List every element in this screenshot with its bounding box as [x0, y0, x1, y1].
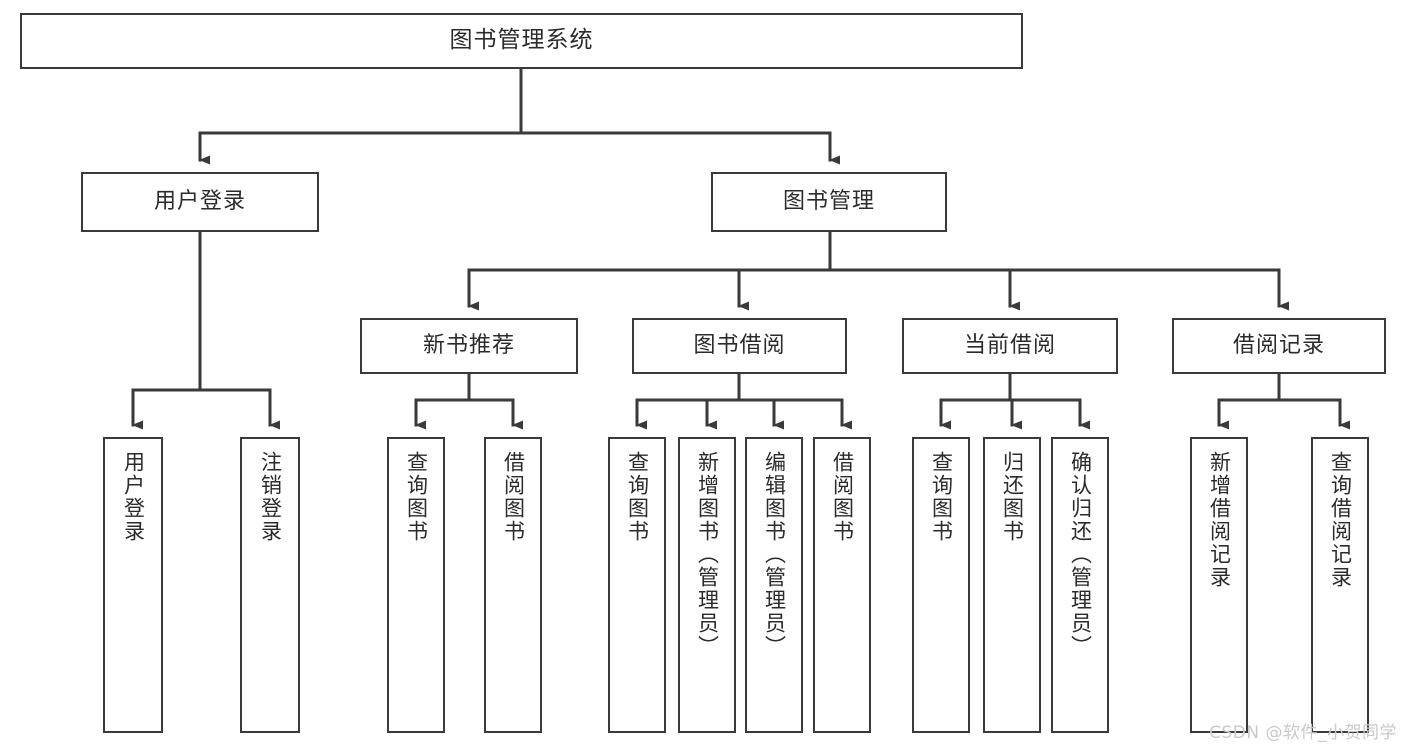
node-loan-record[interactable]: 借阅记录: [1172, 318, 1386, 374]
leaf-edit-book-label: 编辑图书（管理员）: [762, 451, 787, 658]
leaf-logout-label: 注销登录: [258, 451, 283, 543]
leaf-query-book-1[interactable]: 查询图书: [387, 437, 445, 733]
leaf-query-book-2[interactable]: 查询图书: [608, 437, 666, 733]
leaf-query-record-label: 查询借阅记录: [1328, 451, 1353, 589]
node-new-book-rec-label: 新书推荐: [422, 333, 515, 359]
leaf-query-book-3[interactable]: 查询图书: [912, 437, 970, 733]
node-user-login[interactable]: 用户登录: [81, 172, 319, 232]
leaf-query-book-3-label: 查询图书: [929, 451, 954, 543]
node-user-login-label: 用户登录: [153, 189, 246, 215]
leaf-add-book-label: 新增图书（管理员）: [695, 451, 720, 658]
leaf-query-book-1-label: 查询图书: [404, 451, 429, 543]
leaf-confirm-return-label: 确认归还（管理员）: [1068, 451, 1093, 658]
leaf-user-login-label: 用户登录: [121, 451, 146, 543]
node-current-loan-label: 当前借阅: [963, 333, 1056, 359]
leaf-return-book[interactable]: 归还图书: [983, 437, 1041, 733]
leaf-confirm-return[interactable]: 确认归还（管理员）: [1051, 437, 1109, 733]
node-book-manage[interactable]: 图书管理: [711, 172, 947, 232]
leaf-edit-book[interactable]: 编辑图书（管理员）: [745, 437, 803, 733]
leaf-add-book[interactable]: 新增图书（管理员）: [678, 437, 736, 733]
node-root-label: 图书管理系统: [449, 27, 594, 54]
node-new-book-rec[interactable]: 新书推荐: [360, 318, 578, 374]
leaf-query-book-2-label: 查询图书: [625, 451, 650, 543]
leaf-user-login[interactable]: 用户登录: [103, 437, 163, 733]
leaf-add-record[interactable]: 新增借阅记录: [1190, 437, 1248, 733]
leaf-borrow-book-2[interactable]: 借阅图书: [813, 437, 871, 733]
leaf-query-record[interactable]: 查询借阅记录: [1311, 437, 1369, 733]
leaf-borrow-book-1[interactable]: 借阅图书: [484, 437, 542, 733]
csdn-watermark: CSDN @软件_小贺同学: [1209, 723, 1397, 743]
node-loan-record-label: 借阅记录: [1232, 333, 1325, 359]
leaf-return-book-label: 归还图书: [1000, 451, 1025, 543]
leaf-borrow-book-1-label: 借阅图书: [501, 451, 526, 543]
leaf-logout[interactable]: 注销登录: [240, 437, 300, 733]
leaf-add-record-label: 新增借阅记录: [1207, 451, 1232, 589]
node-book-borrow-label: 图书借阅: [693, 333, 786, 359]
node-root[interactable]: 图书管理系统: [20, 13, 1023, 69]
node-book-manage-label: 图书管理: [782, 189, 875, 215]
node-current-loan[interactable]: 当前借阅: [902, 318, 1118, 374]
leaf-borrow-book-2-label: 借阅图书: [830, 451, 855, 543]
node-book-borrow[interactable]: 图书借阅: [632, 318, 847, 374]
